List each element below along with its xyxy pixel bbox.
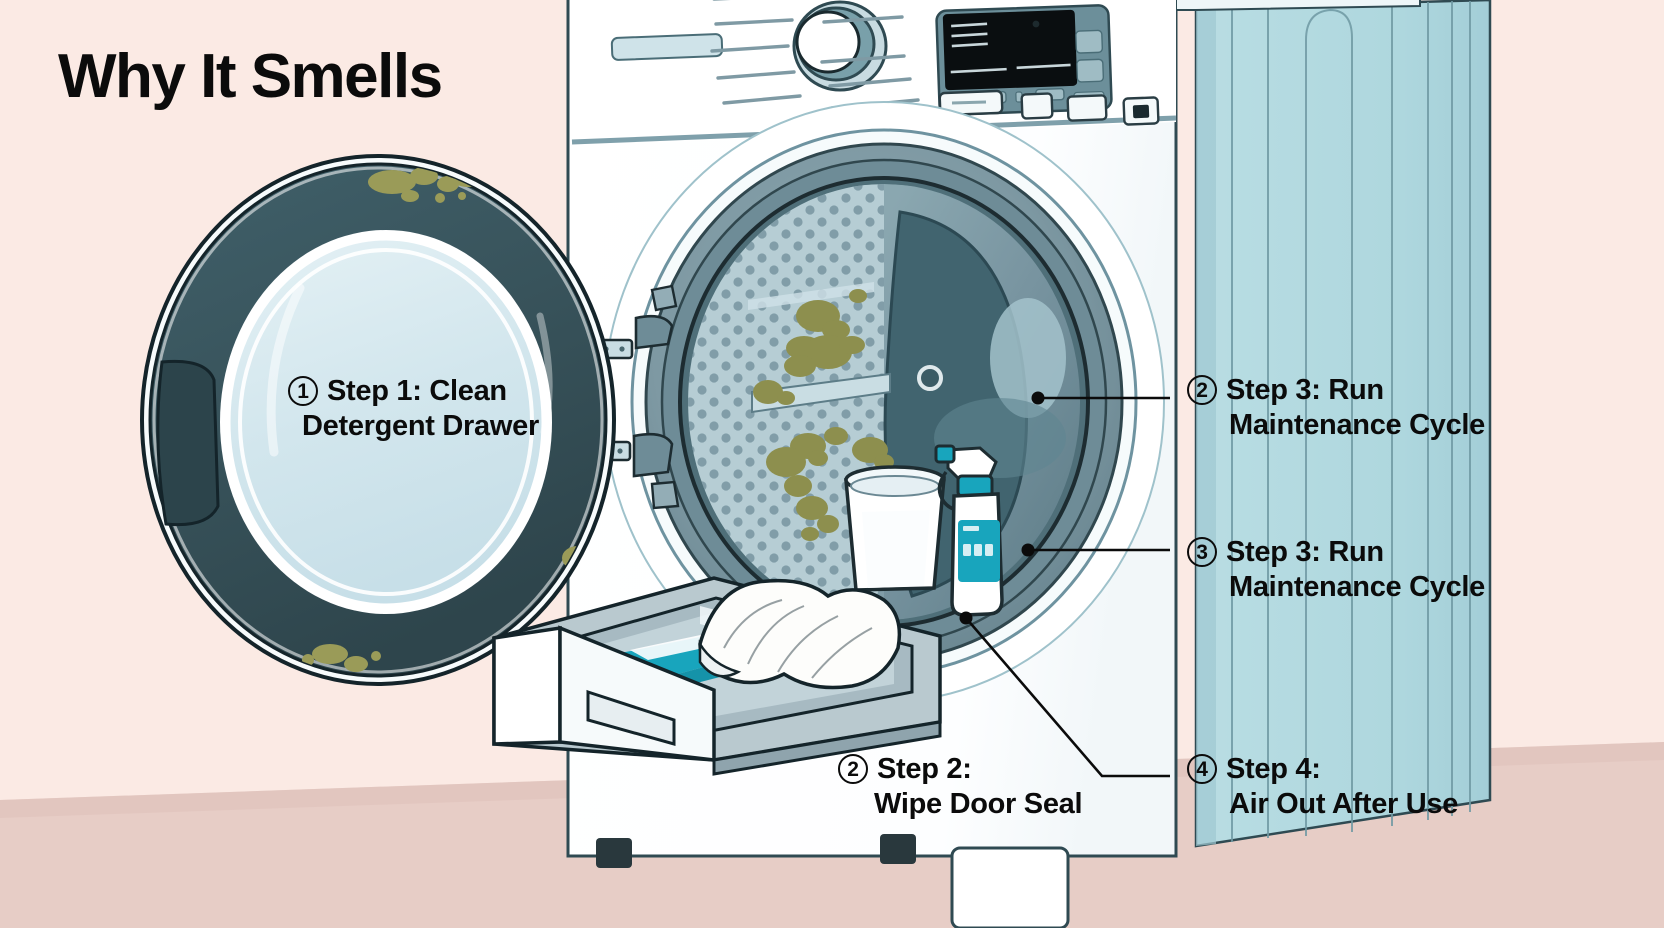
washer-door[interactable] xyxy=(140,154,616,686)
callout-marker-3b: 3 xyxy=(1187,537,1217,567)
callout-step-3-a: 2 Step 3: Run Maintenance Cycle xyxy=(1187,373,1485,444)
callout-line1: Step 1: Clean xyxy=(327,375,507,407)
button-row[interactable] xyxy=(938,89,1160,126)
callout-marker-3a: 2 xyxy=(1187,375,1217,405)
callout-line2: Maintenance Cycle xyxy=(1229,571,1485,604)
callout-marker-1: 1 xyxy=(288,376,318,406)
cleaning-cloth xyxy=(698,578,902,690)
detergent-drawer[interactable] xyxy=(492,576,942,776)
mold-patches xyxy=(753,289,894,541)
machine-side-panel xyxy=(1194,0,1492,848)
callout-line2: Detergent Drawer xyxy=(302,410,539,443)
callout-marker-4: 4 xyxy=(1187,754,1217,784)
callout-line2: Air Out After Use xyxy=(1229,788,1459,821)
callout-step-4: 4 Step 4: Air Out After Use xyxy=(1187,752,1458,823)
callout-line1: Step 3: Run xyxy=(1226,536,1384,568)
spray-bottle xyxy=(934,444,1004,617)
page-title: Why It Smells xyxy=(58,42,443,111)
callout-line1: Step 4: xyxy=(1226,753,1321,785)
callout-marker-2: 2 xyxy=(838,754,868,784)
leader-lines xyxy=(959,391,1170,778)
callout-step-3-b: 3 Step 3: Run Maintenance Cycle xyxy=(1187,535,1485,606)
lcd-screen xyxy=(942,9,1078,91)
machine-plinth xyxy=(596,834,1070,928)
rotary-dial-knob[interactable] xyxy=(792,0,888,92)
cleaner-tub xyxy=(844,465,946,592)
brand-plate xyxy=(610,33,724,61)
callout-line2: Wipe Door Seal xyxy=(874,788,1083,821)
callout-line2: Maintenance Cycle xyxy=(1229,409,1485,442)
callout-line1: Step 3: Run xyxy=(1226,374,1384,406)
callout-step-2: 2 Step 2: Wipe Door Seal xyxy=(838,752,1083,823)
callout-step-1: 1 Step 1: Clean Detergent Drawer xyxy=(288,374,539,445)
callout-line1: Step 2: xyxy=(877,753,972,785)
